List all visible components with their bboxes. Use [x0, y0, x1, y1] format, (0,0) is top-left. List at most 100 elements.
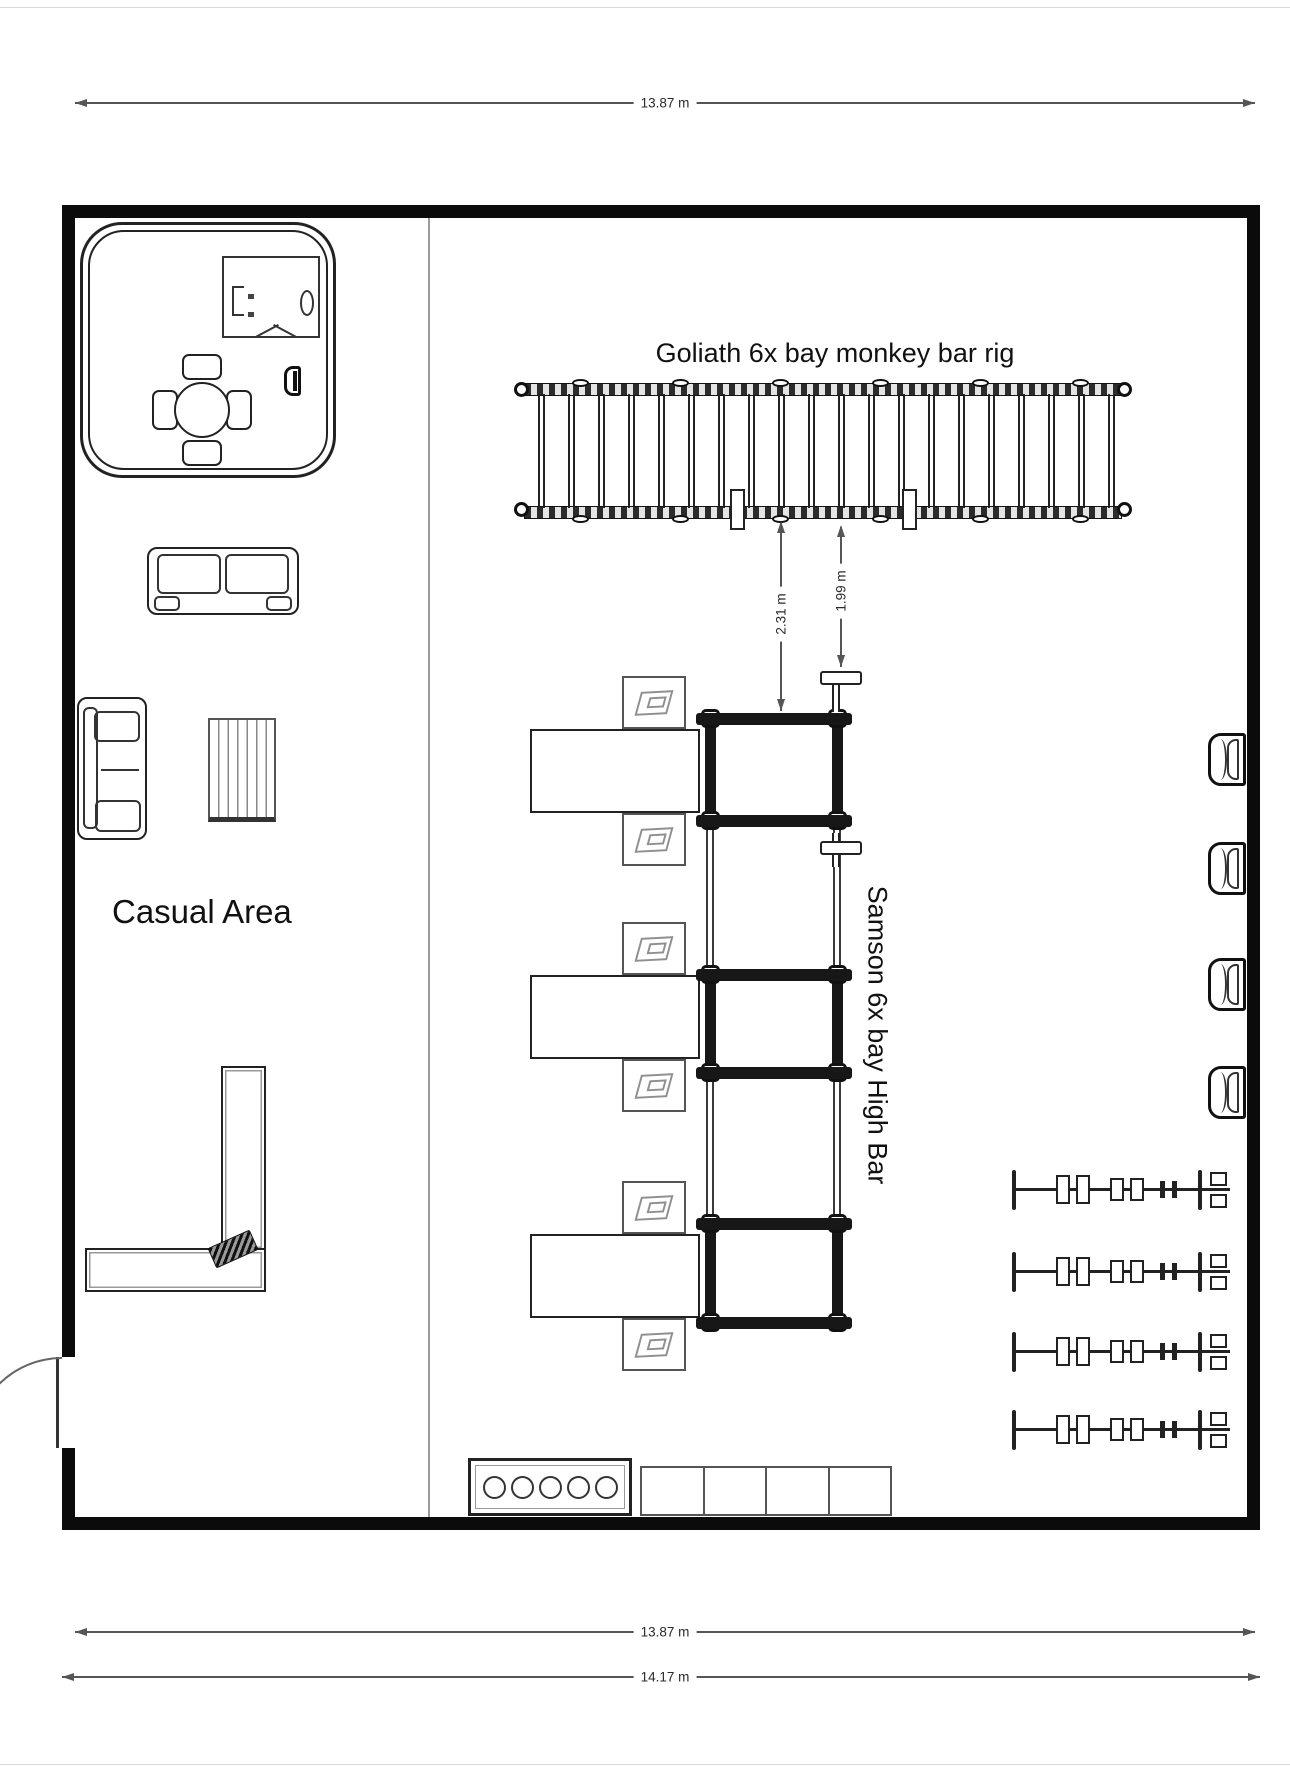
rig-clamp [772, 379, 789, 387]
rig-rail-top [524, 383, 1122, 396]
dumbbell-icon [510, 1475, 534, 1499]
page-edge-top [0, 7, 1290, 8]
rig-rung [748, 394, 755, 508]
rig-clamp [972, 515, 989, 523]
weight-plate [1056, 1337, 1070, 1366]
pod-desk [222, 256, 320, 338]
rig-clamp [1072, 515, 1089, 523]
bar-end [1198, 1252, 1202, 1292]
rig-rung [928, 394, 935, 508]
rig-end-hook [514, 502, 529, 517]
seat-arc [1214, 848, 1227, 889]
dimension-label: 13.87 m [633, 94, 697, 112]
bar-end [1198, 1332, 1202, 1372]
desk-detail-dot [248, 312, 254, 317]
dimension-label: 13.87 m [633, 1623, 697, 1641]
mat-segment [705, 1468, 767, 1514]
highbar-rail-thin [833, 1077, 841, 1220]
highbar-rail-thin [706, 1077, 714, 1220]
arrow-up-icon [837, 525, 845, 537]
area-divider-line [428, 218, 430, 1517]
rig-rung [808, 394, 815, 508]
weight-plate [1130, 1260, 1144, 1283]
rig-end-hook [1117, 382, 1132, 397]
collar [1160, 1343, 1165, 1360]
bar-end [1012, 1332, 1016, 1372]
desk-chair-icon [232, 286, 244, 316]
collar [1160, 1263, 1165, 1280]
area-label-casual: Casual Area [112, 893, 292, 930]
weight-plate-stand [622, 676, 686, 729]
wall-mounted-seat [1208, 958, 1246, 1011]
bar-end [1012, 1252, 1016, 1292]
arrow-left-icon [62, 1673, 74, 1681]
j-cup [1210, 1334, 1227, 1348]
seat-inner [1227, 848, 1239, 889]
rig-rung [658, 394, 665, 508]
plate-icon [634, 826, 674, 853]
weight-plate [1130, 1178, 1144, 1201]
rig-rung [568, 394, 575, 508]
arrow-left-icon [75, 1628, 87, 1636]
high-bar-frame [696, 707, 852, 1341]
bench [530, 975, 700, 1059]
bar-end [1198, 1170, 1202, 1210]
collar [1172, 1421, 1177, 1438]
weight-plate-stand [622, 813, 686, 866]
rig-rung [628, 394, 635, 508]
dumbbell-icon [538, 1475, 562, 1499]
highbar-rail [832, 713, 843, 827]
rig-rung [958, 394, 965, 508]
chair-bottom [182, 440, 222, 466]
rig-rung [898, 394, 905, 508]
highbar-rail [705, 713, 716, 827]
mat-segment [830, 1468, 891, 1514]
rig-rung [538, 394, 545, 508]
rig-rung [688, 394, 695, 508]
j-cup [1210, 1276, 1227, 1290]
dumbbell-icon [566, 1475, 590, 1499]
rig-clamp [872, 379, 889, 387]
weight-plate [1110, 1418, 1124, 1441]
collar [1172, 1263, 1177, 1280]
meeting-pod [80, 222, 336, 478]
rig-rail-bottom [524, 506, 1122, 519]
weight-plate [1110, 1260, 1124, 1283]
j-cup [1210, 1254, 1227, 1268]
chair-top [182, 354, 222, 380]
rig-clamp [672, 515, 689, 523]
rig-rung [868, 394, 875, 508]
arrow-down-icon [777, 699, 785, 711]
bar-end [1198, 1410, 1202, 1450]
desk-detail-dot [248, 294, 254, 299]
page-edge-bottom [0, 1764, 1290, 1765]
plate-icon [634, 689, 674, 716]
highbar-crossbar [696, 1218, 852, 1230]
bar-end [1012, 1170, 1016, 1210]
arrow-up-icon [777, 521, 785, 533]
barbell-rack-row [1012, 1168, 1230, 1212]
bench [530, 1234, 700, 1318]
rig-rung [838, 394, 845, 508]
rig-clamp [872, 515, 889, 523]
highbar-rail-thin [833, 825, 841, 971]
weight-plate [1056, 1175, 1070, 1204]
monkey-bar-rig [514, 377, 1132, 537]
highbar-crossbar [696, 1317, 852, 1329]
dimension-label: 1.99 m [832, 563, 850, 619]
sofa-vertical [77, 697, 147, 840]
dimension-label: 2.31 m [772, 586, 790, 642]
collar [1160, 1421, 1165, 1438]
j-cup [1210, 1172, 1227, 1186]
bench [530, 729, 700, 813]
weight-plate [1130, 1418, 1144, 1441]
weight-plate [1056, 1415, 1070, 1444]
weight-plate [1130, 1340, 1144, 1363]
rig-clamp [572, 515, 589, 523]
plate-icon [634, 1072, 674, 1099]
pod-inner-wall [88, 230, 328, 470]
rig-foot-plate [902, 489, 917, 530]
collar [1172, 1181, 1177, 1198]
highbar-rail [832, 969, 843, 1079]
